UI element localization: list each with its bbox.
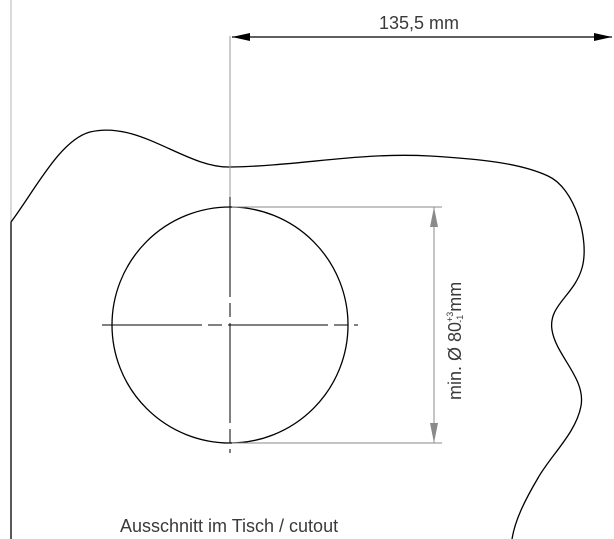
- diameter-dimension: min. Ø 80+3-1 mm: [232, 206, 465, 444]
- caption: Ausschnitt im Tisch / cutout: [120, 516, 338, 536]
- diameter-arrow-top: [430, 207, 438, 227]
- offset-arrow-left: [232, 33, 250, 41]
- offset-arrow-right: [594, 33, 612, 41]
- offset-dimension-label: 135,5 mm: [379, 13, 459, 33]
- diameter-tol-lower: -1: [455, 315, 465, 323]
- diameter-arrow-bottom: [430, 423, 438, 443]
- diameter-unit: mm: [445, 282, 465, 312]
- diameter-prefix: min. Ø 80: [445, 322, 465, 400]
- offset-dimension: 135,5 mm: [232, 13, 612, 41]
- diameter-dimension-label: min. Ø 80+3-1 mm: [445, 282, 465, 400]
- table-top-outline: [10, 129, 585, 539]
- center-lines: [102, 197, 358, 453]
- diameter-tol-upper: +3: [445, 312, 455, 322]
